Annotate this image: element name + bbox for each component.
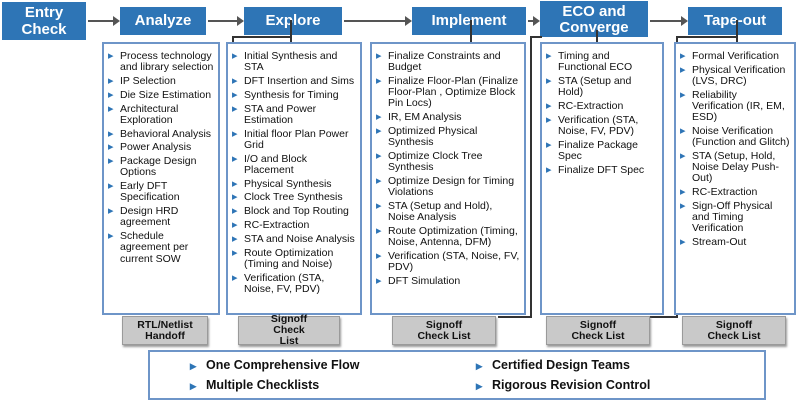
stage-arrow	[88, 16, 120, 26]
checklist-rtl-netlist-handoff: RTL/Netlist Handoff	[122, 316, 208, 345]
analyze-list: Process technology and library selection…	[108, 50, 214, 265]
list-item: Verification (STA, Noise, FV, PDV)	[376, 250, 520, 273]
connector-line	[530, 36, 542, 38]
stage-tape-out: Tape-out	[688, 7, 782, 35]
list-item: Noise Verification (Function and Glitch)	[680, 125, 790, 148]
list-item: Verification (STA, Noise, FV, PDV)	[546, 114, 658, 137]
list-item: Timing and Functional ECO	[546, 50, 658, 73]
checklist-signoff-explore: Signoff Check List	[238, 314, 340, 347]
summary-item: Multiple Checklists	[190, 378, 319, 393]
list-item: Behavioral Analysis	[108, 128, 214, 140]
list-item: Verification (STA, Noise, FV, PDV)	[232, 272, 356, 295]
list-item: STA (Setup and Hold)	[546, 75, 658, 98]
column-tape-out: Formal Verification Physical Verificatio…	[674, 42, 796, 315]
connector-line	[290, 20, 292, 44]
list-item: Initial Synthesis and STA	[232, 50, 356, 73]
eco-list: Timing and Functional ECO STA (Setup and…	[546, 50, 658, 176]
list-item: Schedule agreement per current SOW	[108, 231, 214, 265]
column-implement: Finalize Constraints and Budget Finalize…	[370, 42, 526, 315]
list-item: DFT Insertion and Sims	[232, 75, 356, 87]
list-item: STA (Setup, Hold, Noise Delay Push-Out)	[680, 150, 790, 185]
connector-line	[232, 36, 234, 44]
list-item: Synthesis for Timing	[232, 89, 356, 101]
list-item: RC-Extraction	[232, 219, 356, 231]
list-item: Reliability Verification (IR, EM, ESD)	[680, 89, 790, 124]
list-item: Finalize Package Spec	[546, 139, 658, 162]
list-item: Sign-Off Physical and Timing Verificatio…	[680, 200, 790, 235]
list-item: Physical Verification (LVS, DRC)	[680, 64, 790, 87]
connector-line	[232, 36, 292, 38]
list-item: STA (Setup and Hold), Noise Analysis	[376, 200, 520, 223]
list-item: STA and Power Estimation	[232, 103, 356, 126]
list-item: Initial floor Plan Power Grid	[232, 128, 356, 151]
list-item: Early DFT Specification	[108, 180, 214, 203]
column-explore: Initial Synthesis and STA DFT Insertion …	[226, 42, 362, 315]
checklist-signoff-tape-out: Signoff Check List	[682, 316, 786, 345]
list-item: I/O and Block Placement	[232, 153, 356, 176]
implement-list: Finalize Constraints and Budget Finalize…	[376, 50, 520, 287]
connector-line	[290, 20, 291, 21]
list-item: Design HRD agreement	[108, 205, 214, 228]
stage-arrow	[650, 16, 688, 26]
list-item: Package Design Options	[108, 155, 214, 178]
tape-out-list: Formal Verification Physical Verificatio…	[680, 50, 790, 248]
list-item: Finalize Floor-Plan (Finalize Floor-Plan…	[376, 75, 520, 110]
stage-entry-check: Entry Check	[2, 2, 86, 40]
connector-line	[676, 36, 738, 38]
list-item: Stream-Out	[680, 236, 790, 248]
summary-item: Certified Design Teams	[476, 358, 630, 373]
connector-line	[470, 20, 472, 44]
summary-item: Rigorous Revision Control	[476, 378, 650, 393]
list-item: Optimize Clock Tree Synthesis	[376, 150, 520, 173]
list-item: Route Optimization (Timing, Noise, Anten…	[376, 225, 520, 248]
summary-item: One Comprehensive Flow	[190, 358, 360, 373]
list-item: IP Selection	[108, 75, 214, 87]
stage-eco-and-converge: ECO and Converge	[540, 1, 648, 37]
list-item: Optimized Physical Synthesis	[376, 125, 520, 148]
list-item: Process technology and library selection	[108, 50, 214, 73]
list-item: Die Size Estimation	[108, 89, 214, 101]
list-item: Clock Tree Synthesis	[232, 192, 356, 204]
connector-line	[596, 30, 598, 44]
connector-line	[498, 316, 532, 318]
column-analyze: Process technology and library selection…	[102, 42, 220, 315]
explore-list: Initial Synthesis and STA DFT Insertion …	[232, 50, 356, 295]
list-item: Optimize Design for Timing Violations	[376, 175, 520, 198]
stage-explore: Explore	[244, 7, 342, 35]
connector-line	[530, 36, 532, 318]
stage-arrow	[528, 16, 540, 26]
list-item: Route Optimization (Timing and Noise)	[232, 247, 356, 270]
list-item: Physical Synthesis	[232, 178, 356, 190]
list-item: Power Analysis	[108, 142, 214, 154]
list-item: IR, EM Analysis	[376, 111, 520, 123]
list-item: Finalize DFT Spec	[546, 164, 658, 176]
checklist-signoff-implement: Signoff Check List	[392, 316, 496, 345]
list-item: Architectural Exploration	[108, 103, 214, 126]
checklist-signoff-eco: Signoff Check List	[546, 316, 650, 345]
connector-line	[650, 316, 678, 318]
summary-box: One Comprehensive Flow Certified Design …	[148, 350, 766, 400]
list-item: Finalize Constraints and Budget	[376, 50, 520, 73]
list-item: RC-Extraction	[680, 186, 790, 198]
stage-analyze: Analyze	[120, 7, 206, 35]
list-item: STA and Noise Analysis	[232, 233, 356, 245]
stage-arrow	[208, 16, 244, 26]
list-item: RC-Extraction	[546, 100, 658, 112]
stage-arrow	[344, 16, 412, 26]
list-item: Formal Verification	[680, 50, 790, 62]
connector-line	[736, 20, 738, 44]
list-item: Block and Top Routing	[232, 205, 356, 217]
column-eco-and-converge: Timing and Functional ECO STA (Setup and…	[540, 42, 664, 315]
list-item: DFT Simulation	[376, 275, 520, 287]
stage-implement: Implement	[412, 7, 526, 35]
